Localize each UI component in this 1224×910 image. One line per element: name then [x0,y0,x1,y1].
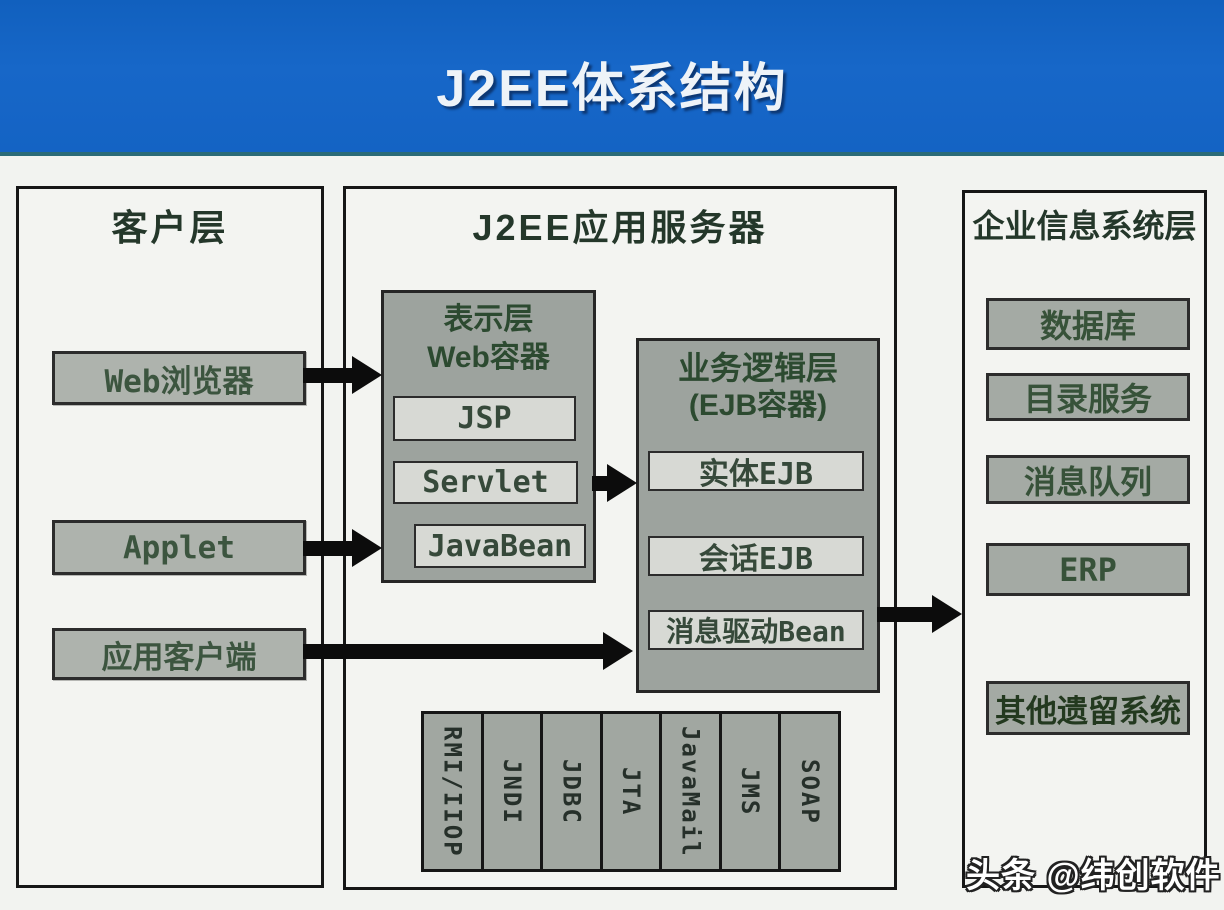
legacy-system-node: 其他遗留系统 [986,681,1190,735]
message-driven-bean-node: 消息驱动Bean [648,610,864,650]
jndi-label: JNDI [497,758,526,825]
watermark: 头条 @纬创软件 [966,857,1221,895]
client-tier-box: 客户层 Web浏览器 Applet 应用客户端 [16,186,324,888]
session-ejb-label: 会话EJB [698,542,814,577]
slide-title: J2EE体系结构 [436,59,788,118]
api-cell-jndi: JNDI [480,711,544,872]
database-label: 数据库 [1039,307,1136,345]
eis-tier-title: 企业信息系统层 [972,208,1197,244]
database-node: 数据库 [986,298,1190,350]
api-cell-soap: SOAP [778,711,842,872]
message-driven-bean-label: 消息驱动Bean [666,615,846,648]
entity-ejb-node: 实体EJB [648,451,864,492]
erp-node: ERP [986,543,1190,596]
message-queue-label: 消息队列 [1023,462,1152,501]
erp-label: ERP [1059,550,1117,589]
jsp-label: JSP [457,401,512,436]
web-browser-label: Web浏览器 [104,363,254,400]
servlet-label: Servlet [422,465,549,500]
ejb-container-box: 业务逻辑层 (EJB容器) 实体EJB 会话EJB 消息驱动Bean [636,338,880,693]
soap-label: SOAP [795,758,824,825]
eis-tier-box: 企业信息系统层 数据库 目录服务 消息队列 ERP 其他遗留系统 [962,190,1207,888]
javabean-node: JavaBean [414,524,586,568]
api-cell-jta: JTA [599,711,663,872]
jta-label: JTA [617,766,646,817]
javamail-label: JavaMail [676,725,705,858]
jsp-node: JSP [393,396,576,441]
message-queue-node: 消息队列 [986,455,1190,504]
rmi-iiop-label: RMI/IIOP [438,725,467,858]
javabean-label: JavaBean [427,528,573,564]
server-tier-box: J2EE应用服务器 表示层 Web容器 JSP Servlet JavaBean… [343,186,897,890]
api-cell-jms: JMS [718,711,782,872]
directory-service-label: 目录服务 [1023,380,1152,418]
servlet-node: Servlet [393,461,578,504]
slide-header: J2EE体系结构 [0,0,1224,156]
app-client-node: 应用客户端 [52,628,306,680]
web-container-title-line1: 表示层 [443,303,534,336]
applet-label: Applet [123,529,235,566]
ejb-container-title-line2: (EJB容器) [688,389,828,422]
applet-node: Applet [52,520,306,575]
api-cell-rmi-iiop: RMI/IIOP [421,711,484,872]
server-tier-title: J2EE应用服务器 [472,207,768,248]
api-cell-javamail: JavaMail [659,711,722,872]
web-browser-node: Web浏览器 [52,351,306,405]
app-client-label: 应用客户端 [101,639,257,676]
directory-service-node: 目录服务 [986,373,1190,421]
jdbc-label: JDBC [557,758,586,825]
entity-ejb-label: 实体EJB [698,457,814,492]
api-cell-jdbc: JDBC [540,711,603,872]
session-ejb-node: 会话EJB [648,536,864,577]
jms-label: JMS [736,766,765,817]
legacy-system-label: 其他遗留系统 [995,693,1181,730]
ejb-container-title-line1: 业务逻辑层 [677,350,838,386]
web-container-title-line2: Web容器 [427,341,550,374]
client-tier-title: 客户层 [111,207,229,248]
web-container-box: 表示层 Web容器 JSP Servlet JavaBean [381,290,596,583]
api-strip: RMI/IIOP JNDI JDBC JTA JavaMail JMS SOAP [421,711,842,872]
